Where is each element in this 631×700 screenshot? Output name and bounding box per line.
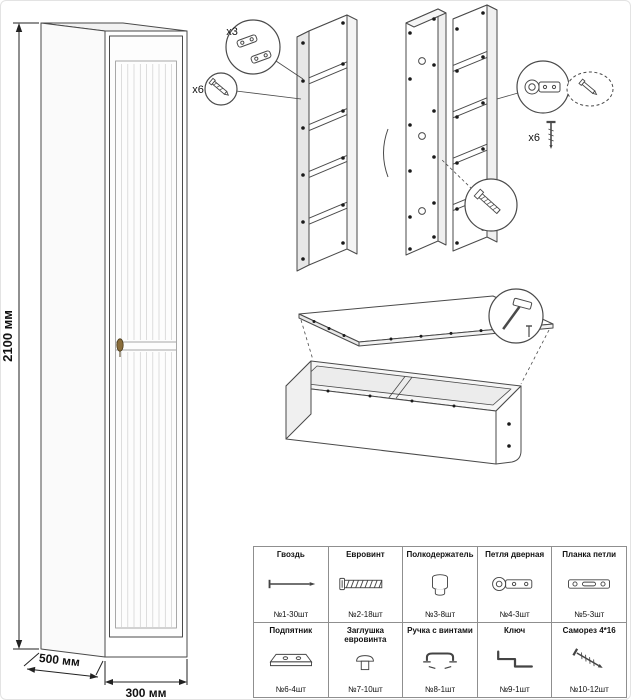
assembly-steps-top: x3 x6	[192, 4, 614, 272]
key-icon	[483, 646, 547, 674]
parts-table: Гвоздь №1-30шт Евровинт	[253, 546, 627, 698]
eurovint-cap-icon	[333, 650, 397, 678]
hammer-icon	[502, 297, 533, 330]
door-hinge-callout	[496, 60, 614, 114]
hinge-plate-small-icon	[236, 34, 258, 48]
part-name: Планка петли	[562, 550, 617, 559]
eurovint-qty-label: x6	[192, 84, 204, 96]
join-bracket	[383, 128, 389, 178]
sheet-nail-dots	[312, 320, 483, 341]
hinge-plates-callout: x3	[225, 19, 304, 80]
part-cell-screw: Саморез 4*16 №10-12шт	[552, 622, 626, 697]
part-name: Заглушка евровинта	[344, 625, 387, 644]
foot-pad-icon	[259, 646, 323, 674]
part-cell-hinge-plate: Планка петли №5-3шт	[552, 547, 626, 622]
nail-icon	[259, 570, 323, 598]
frame-a-holes	[301, 21, 345, 261]
part-count: №6-4шт	[275, 685, 306, 694]
part-name: Петля дверная	[485, 550, 545, 559]
screw-icon	[557, 646, 621, 674]
height-dimension: 2100 мм	[1, 22, 39, 650]
door-grooves	[121, 64, 172, 627]
assembly-step-bottom	[285, 288, 554, 465]
eurovint-large-icon	[473, 188, 501, 215]
part-cell-handle: Ручка с винтами №8-1шт	[403, 622, 477, 697]
hinge-plate-small-icon	[250, 50, 272, 64]
width-dimension-label: 300 мм	[125, 686, 166, 700]
panel-b1-holes	[408, 17, 436, 251]
depth-dimension: 500 мм	[23, 651, 104, 680]
carcass-box	[285, 360, 522, 465]
part-cell-foot-pad: Подпятник №6-4шт	[254, 622, 328, 697]
door-hinge-icon	[483, 570, 547, 598]
eurovint-callout-bottom	[440, 158, 518, 232]
panel-b1	[405, 8, 447, 256]
part-name: Ключ	[504, 625, 526, 635]
screw-vertical-icon	[546, 120, 556, 149]
door-handle	[116, 338, 124, 357]
part-count: №8-1шт	[424, 685, 456, 694]
width-dimension: 300 мм	[104, 659, 188, 700]
part-name: Саморез 4*16	[562, 625, 616, 635]
part-name: Полкодержатель	[406, 550, 474, 559]
part-cell-eurovint-cap: Заглушка евровинта №7-10шт	[328, 622, 403, 697]
part-name: Евровинт	[346, 550, 385, 559]
eurovint-callout-left: x6	[192, 72, 302, 106]
handle-icon	[408, 646, 472, 674]
part-count: №1-30шт	[273, 609, 309, 619]
shelf-support-icon	[408, 570, 472, 598]
door-hinge-detail-icon	[524, 79, 561, 95]
depth-dimension-label: 500 мм	[38, 651, 81, 670]
part-count: №2-18шт	[348, 609, 383, 619]
part-name: Гвоздь	[276, 550, 305, 559]
hinge-plate-icon	[557, 570, 621, 598]
carcass-dots	[326, 389, 511, 448]
part-count: №4-3шт	[499, 609, 530, 619]
eurovint-icon	[333, 570, 397, 598]
part-count: №10-12шт	[569, 685, 609, 694]
part-cell-eurovint: Евровинт №2-18шт	[328, 547, 403, 622]
part-name: Ручка с винтами	[407, 625, 473, 635]
wardrobe-side-panel	[40, 22, 106, 658]
hinge-plates-qty-label: x3	[226, 26, 238, 38]
side-frame-a	[296, 14, 358, 272]
part-cell-door-hinge: Петля дверная №4-3шт	[477, 547, 552, 622]
screws-callout-right: x6	[528, 120, 556, 149]
part-cell-key: Ключ №9-1шт	[477, 622, 552, 697]
part-count: №7-10шт	[348, 685, 383, 694]
wardrobe-drawing: 2100 мм 500 мм 300 мм	[1, 22, 188, 700]
hammer-callout	[488, 288, 544, 344]
part-cell-shelf-support: Полкодержатель №3-8шт	[403, 547, 477, 622]
height-dimension-label: 2100 мм	[1, 310, 15, 362]
part-count: №3-8шт	[424, 609, 456, 619]
part-count: №5-3шт	[574, 609, 605, 619]
part-name: Подпятник	[269, 625, 313, 635]
door-panel-frame	[115, 60, 177, 629]
part-count: №9-1шт	[499, 685, 530, 694]
screws-qty-label: x6	[528, 132, 540, 144]
part-cell-nail: Гвоздь №1-30шт	[254, 547, 328, 622]
eurovint-small-icon	[208, 77, 230, 96]
screw-small-icon	[578, 78, 598, 96]
